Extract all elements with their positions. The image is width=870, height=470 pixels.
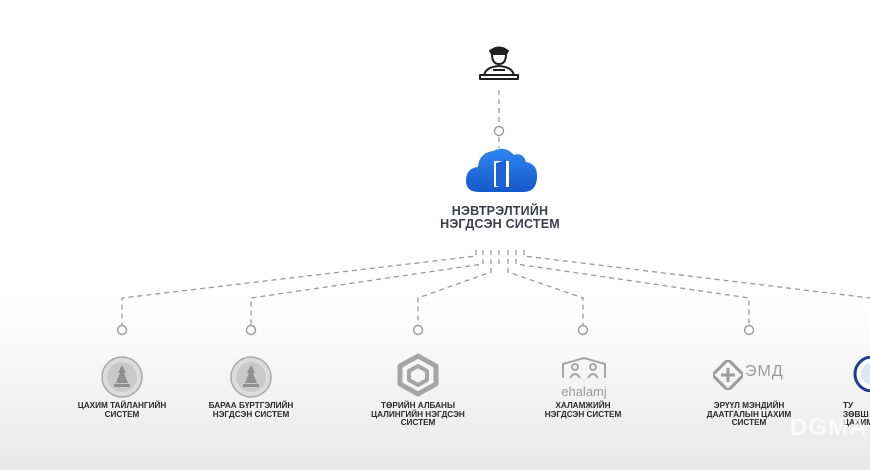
system-label-6: ТУ ЗӨВШ ЦАХИМ [843, 402, 870, 428]
branch-line-1 [121, 250, 477, 325]
state-emblem-seal-icon [230, 356, 272, 398]
state-emblem-seal-icon [101, 356, 143, 398]
connector-node-3 [412, 324, 424, 336]
branch-line-5 [515, 250, 750, 325]
people-family-icon [562, 356, 606, 379]
branch-line-2 [250, 250, 484, 325]
connector-node-user [493, 125, 505, 137]
branch-line-3 [417, 250, 492, 325]
branch-line-6 [523, 250, 870, 299]
system-label-3: ТӨРИЙН АЛБАНЫ ЦАЛИНГИЙН НЭГДСЭН СИСТЕМ [371, 401, 465, 428]
user-at-laptop-icon [479, 46, 519, 80]
connector-node-2 [245, 324, 257, 336]
connector-node-1 [116, 324, 128, 336]
cloud-login-door-icon [465, 148, 538, 192]
emd-logo-icon: ЭМД [713, 360, 789, 392]
connector-node-4 [577, 324, 589, 336]
system-label-2: БАРАА БҮРТГЭЛИЙН НЭГДСЭН СИСТЕМ [208, 401, 294, 419]
hub-title: НЭВТРЭЛТИЙН НЭГДСЭН СИСТЕМ [440, 204, 560, 232]
round-seal-logo-icon [853, 356, 870, 392]
ehalamj-logo-icon: ehalamj [553, 356, 615, 399]
system-label-5: ЭРҮҮЛ МЭНДИЙН ДААТГАЛЫН ЦАХИМ СИСТЕМ [706, 401, 792, 428]
emd-logo-text: ЭМД [745, 363, 784, 380]
system-label-4: ХАЛАМЖИЙН НЭГДСЭН СИСТЕМ [544, 401, 622, 419]
connector-node-5 [743, 324, 755, 336]
ehalamj-logo-text: ehalamj [561, 384, 607, 399]
branch-line-4 [507, 250, 584, 325]
watermark-logo: DGMA [790, 414, 868, 441]
endless-knot-icon [713, 360, 743, 390]
system-label-1: ЦАХИМ ТАЙЛАНГИЙН СИСТЕМ [77, 401, 167, 419]
hexagon-knot-logo-icon [397, 353, 439, 397]
